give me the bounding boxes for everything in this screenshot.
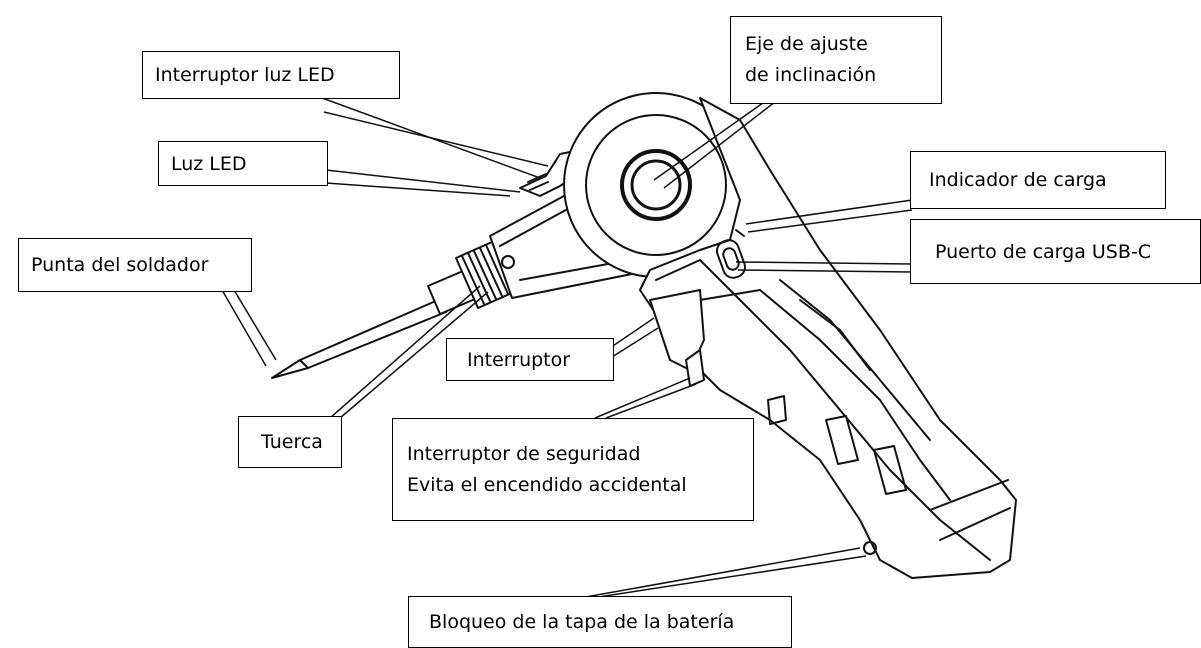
- label-interruptor: Interruptor: [446, 338, 614, 381]
- label-bloqueo-tapa-bateria: Bloqueo de la tapa de la batería: [408, 596, 792, 648]
- label-eje-ajuste: Eje de ajuste de inclinación: [730, 16, 942, 104]
- label-interruptor-luz-led: Interruptor luz LED: [142, 51, 400, 99]
- label-tuerca: Tuerca: [238, 416, 342, 468]
- label-punta-soldador: Punta del soldador: [18, 238, 252, 292]
- label-puerto-carga: Puerto de carga USB-C: [910, 219, 1201, 284]
- label-indicador-carga: Indicador de carga: [910, 151, 1166, 209]
- label-interruptor-seguridad: Interruptor de seguridad Evita el encend…: [392, 418, 754, 521]
- label-luz-led: Luz LED: [158, 141, 328, 186]
